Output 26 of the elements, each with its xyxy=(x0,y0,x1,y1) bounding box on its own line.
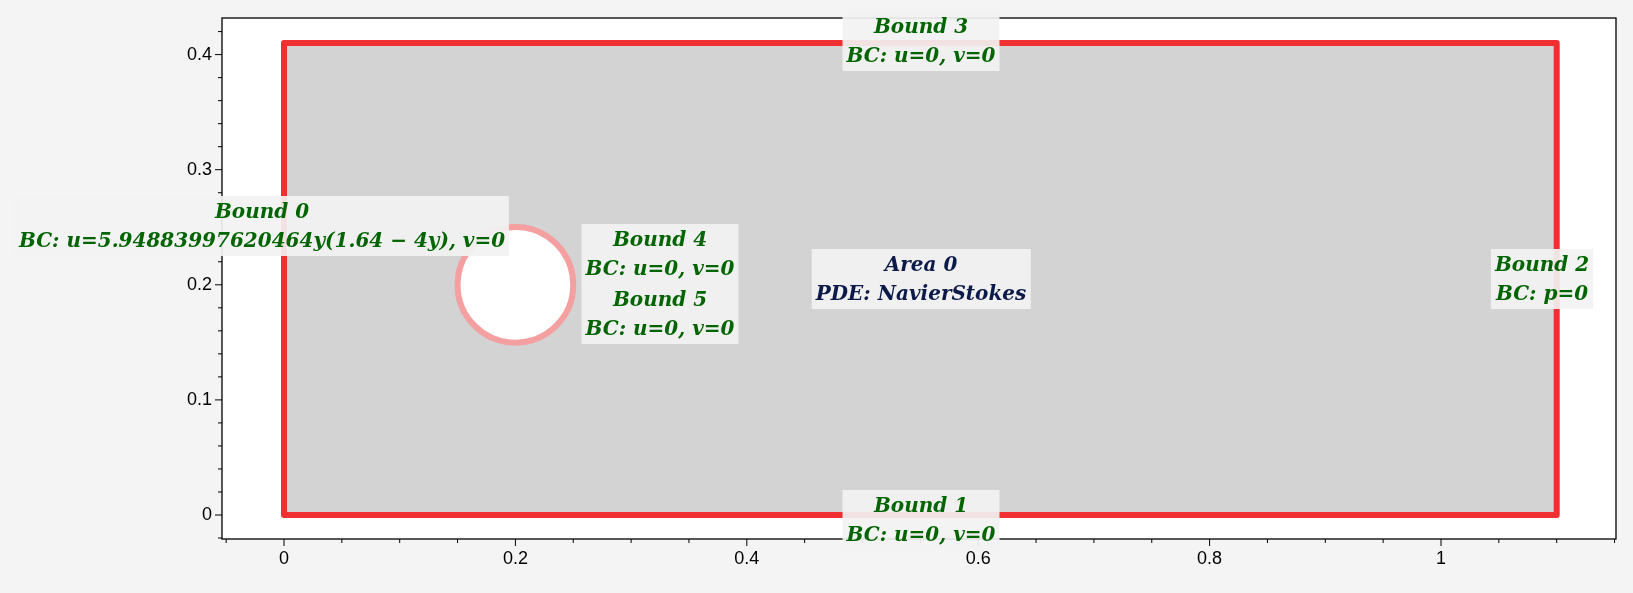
tick-label: 0.4 xyxy=(186,43,212,65)
condition-text: BC: u=0, v=0 xyxy=(585,315,735,342)
region-name: Area 0 xyxy=(882,251,959,278)
tick-label: 0.1 xyxy=(186,388,212,410)
tick-label: 0.8 xyxy=(1197,548,1223,569)
condition-text: PDE: NavierStokes xyxy=(815,280,1027,307)
tick-label: 0.3 xyxy=(186,158,212,180)
region-name: Bound 1 xyxy=(872,492,970,519)
condition-text: BC: u=0, v=0 xyxy=(846,521,996,548)
tick-label: 0.2 xyxy=(502,548,528,569)
tick-label: 0.2 xyxy=(186,273,212,295)
tick-label: 0.4 xyxy=(734,548,760,569)
tick-label: 1 xyxy=(1436,548,1446,569)
tick-label: 0 xyxy=(279,548,289,569)
label-background xyxy=(1490,249,1594,309)
region-name: Bound 0 xyxy=(213,198,311,225)
condition-text: BC: u=0, v=0 xyxy=(846,42,996,69)
region-name: Bound 2 xyxy=(1494,251,1590,278)
region-name: Bound 4 xyxy=(611,226,709,253)
tick-label: 0 xyxy=(202,504,212,525)
condition-text: BC: u=5.94883997620464y(1.64 − 4y), v=0 xyxy=(18,227,506,254)
condition-text: BC: u=0, v=0 xyxy=(585,255,735,282)
tick-label: 0.6 xyxy=(965,548,991,569)
region-name: Bound 3 xyxy=(872,13,970,40)
condition-text: BC: p=0 xyxy=(1494,280,1590,307)
region-name: Bound 5 xyxy=(611,286,709,313)
